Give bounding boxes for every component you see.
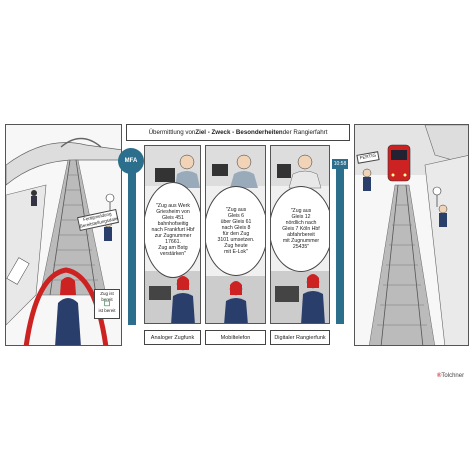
analog-radio-scene	[145, 146, 200, 323]
left-illustration-panel: Fertigmeldung Bereitstellungsdatei Zug i…	[5, 124, 122, 346]
right-scene-drawing	[355, 125, 468, 345]
speech-bubble-digital: "Zug aus Gleis 12 nördlich nach Gleis 7 …	[271, 186, 329, 272]
left-scene-drawing	[6, 137, 121, 345]
panel-mobile-phone: "Zug aus Gleis 6 über Gleis 61 nach Glei…	[205, 145, 266, 324]
caption-digital-radio: Digitaler Rangierfunk	[270, 330, 330, 345]
digital-radio-scene	[271, 146, 329, 323]
right-illustration-panel: FERTIG	[354, 124, 469, 346]
speech-bubble-mobile: "Zug aus Gleis 6 über Gleis 61 nach Glei…	[206, 186, 265, 276]
mobile-phone-scene	[206, 146, 265, 323]
mfa-badge: MFA	[118, 148, 144, 174]
page-title: Übermittlung von Ziel - Zweck - Besonder…	[126, 124, 350, 141]
panel-digital-radio: "Zug aus Gleis 12 nördlich nach Gleis 7 …	[270, 145, 330, 324]
mfa-strip	[128, 170, 136, 325]
zug-ist-bereit-sign: Zug ist bereit ☐ ist bereit	[94, 289, 120, 319]
author-credit: ®Tolchner	[437, 373, 465, 379]
panel-analog-radio: "Zug aus Werk Griesheim von Gleis 451 ba…	[144, 145, 201, 324]
time-badge: 10:58	[332, 159, 348, 169]
time-strip	[336, 169, 344, 324]
speech-bubble-analog: "Zug aus Werk Griesheim von Gleis 451 ba…	[145, 182, 200, 278]
caption-mobile-phone: Mobiltelefon	[205, 330, 266, 345]
caption-analog-radio: Analoger Zugfunk	[144, 330, 201, 345]
